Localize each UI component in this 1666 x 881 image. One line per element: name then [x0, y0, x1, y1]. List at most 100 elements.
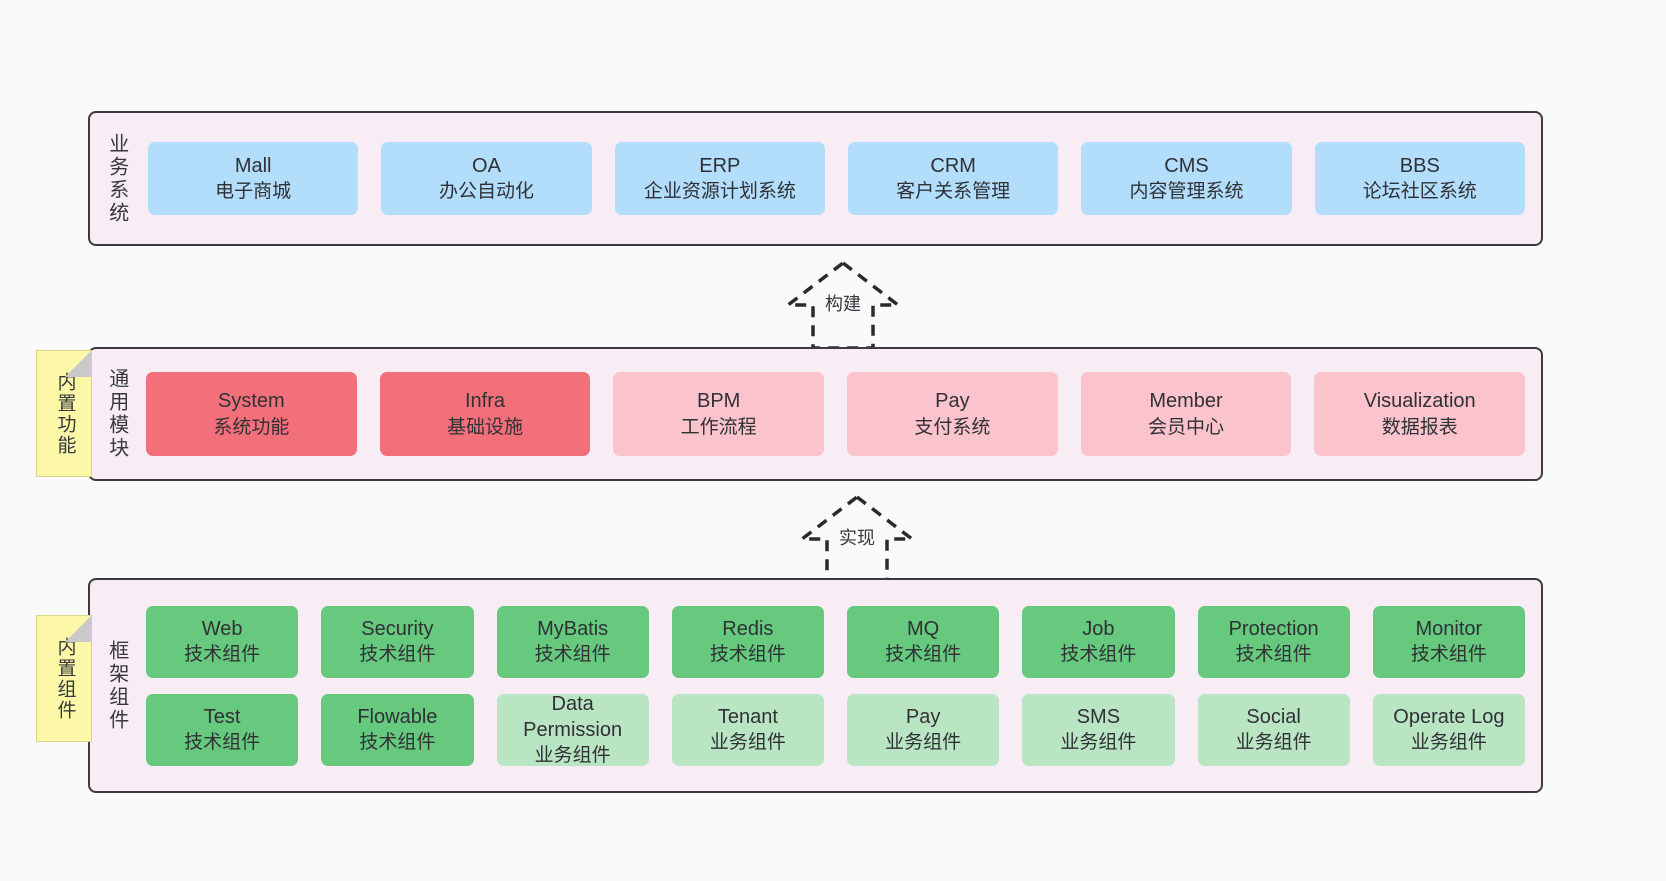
node-security-subtitle: 技术组件: [359, 644, 436, 666]
node-social-title: Social: [1246, 705, 1301, 728]
node-social-subtitle: 业务组件: [1235, 732, 1312, 754]
node-protection-subtitle: 技术组件: [1235, 644, 1312, 666]
node-job-title: Job: [1082, 617, 1115, 640]
node-visualization-title: Visualization: [1363, 390, 1476, 413]
layer-business-body: Mall 电子商城 OA 办公自动化 ERP 企业资源计划系统 CRM 客户关系…: [142, 113, 1541, 244]
connector-implement: 实现: [772, 492, 942, 587]
node-social[interactable]: Social 业务组件: [1197, 693, 1350, 766]
node-visualization[interactable]: Visualization 数据报表: [1314, 372, 1526, 456]
node-web-subtitle: 技术组件: [184, 644, 261, 666]
tab-builtin-components: 内置组件: [36, 615, 92, 742]
node-mq-subtitle: 技术组件: [885, 644, 962, 666]
node-data-permission-title: Data Permission: [523, 692, 623, 741]
node-pay-module[interactable]: Pay 支付系统: [847, 372, 1058, 456]
node-bpm-title: BPM: [697, 390, 741, 413]
node-crm-title: CRM: [930, 154, 976, 177]
node-bpm[interactable]: BPM 工作流程: [613, 372, 825, 456]
node-test-subtitle: 技术组件: [184, 732, 261, 754]
node-member[interactable]: Member 会员中心: [1080, 372, 1292, 456]
node-operate-log[interactable]: Operate Log 业务组件: [1372, 693, 1525, 766]
node-oa-title: OA: [472, 154, 501, 177]
node-system-subtitle: 系统功能: [213, 416, 290, 438]
node-cms-title: CMS: [1164, 154, 1209, 177]
connector-build-label: 构建: [825, 294, 861, 314]
node-tenant-subtitle: 业务组件: [709, 732, 786, 754]
node-mall-title: Mall: [234, 154, 272, 177]
node-bbs-subtitle: 论坛社区系统: [1362, 181, 1477, 203]
node-sms-title: SMS: [1076, 705, 1121, 728]
node-sms[interactable]: SMS 业务组件: [1022, 693, 1175, 766]
node-sms-subtitle: 业务组件: [1060, 732, 1137, 754]
layer-business-label: 业务系统: [105, 132, 128, 225]
node-infra[interactable]: Infra 基础设施: [379, 372, 591, 456]
node-flowable-title: Flowable: [357, 705, 438, 728]
node-mybatis[interactable]: MyBatis 技术组件: [496, 605, 649, 678]
node-protection[interactable]: Protection 技术组件: [1197, 605, 1350, 678]
node-cms-subtitle: 内容管理系统: [1129, 181, 1244, 203]
node-tenant[interactable]: Tenant 业务组件: [671, 693, 824, 766]
tab-builtin-components-label: 内置组件: [54, 636, 76, 721]
connector-implement-label: 实现: [839, 528, 875, 548]
node-member-title: Member: [1149, 390, 1223, 413]
node-web[interactable]: Web 技术组件: [146, 605, 299, 678]
node-test-title: Test: [203, 705, 241, 728]
node-operate-log-title: Operate Log: [1393, 705, 1505, 728]
node-security-title: Security: [361, 617, 434, 640]
node-data-permission-subtitle: 业务组件: [534, 745, 611, 767]
node-mybatis-subtitle: 技术组件: [534, 644, 611, 666]
framework-row-2: Test 技术组件 Flowable 技术组件 Data Permission …: [146, 692, 1525, 767]
node-operate-log-subtitle: 业务组件: [1410, 732, 1487, 754]
node-web-title: Web: [201, 617, 243, 640]
node-oa[interactable]: OA 办公自动化: [381, 142, 592, 215]
layer-business-systems: 业务系统 Mall 电子商城 OA 办公自动化 ERP 企业资源计划系统 CRM…: [88, 111, 1543, 246]
modules-row: System 系统功能 Infra 基础设施 BPM 工作流程 Pay 支付系统…: [146, 372, 1526, 456]
business-row: Mall 电子商城 OA 办公自动化 ERP 企业资源计划系统 CRM 客户关系…: [148, 142, 1525, 215]
node-redis-subtitle: 技术组件: [709, 644, 786, 666]
node-pay-module-title: Pay: [935, 390, 970, 413]
node-monitor-subtitle: 技术组件: [1410, 644, 1487, 666]
node-crm[interactable]: CRM 客户关系管理: [847, 142, 1059, 215]
node-flowable-subtitle: 技术组件: [359, 732, 436, 754]
node-cms[interactable]: CMS 内容管理系统: [1081, 142, 1292, 215]
node-pay-component-subtitle: 业务组件: [885, 732, 962, 754]
node-mybatis-title: MyBatis: [537, 617, 609, 640]
node-crm-subtitle: 客户关系管理: [896, 181, 1011, 203]
node-visualization-subtitle: 数据报表: [1381, 416, 1458, 438]
node-job[interactable]: Job 技术组件: [1022, 605, 1175, 678]
layer-framework-label: 框架组件: [105, 639, 128, 732]
node-data-permission[interactable]: Data Permission 业务组件: [496, 692, 649, 767]
node-mall-subtitle: 电子商城: [215, 181, 292, 203]
framework-row-1: Web 技术组件 Security 技术组件 MyBatis 技术组件 Redi…: [146, 605, 1525, 678]
layer-common-modules: 通用模块 System 系统功能 Infra 基础设施 BPM 工作流程 Pay…: [88, 347, 1543, 481]
node-erp[interactable]: ERP 企业资源计划系统: [614, 142, 825, 215]
node-mq[interactable]: MQ 技术组件: [847, 605, 1000, 678]
node-erp-title: ERP: [699, 154, 741, 177]
tab-builtin-functions-label: 内置功能: [54, 371, 76, 456]
node-monitor-title: Monitor: [1415, 617, 1483, 640]
node-test[interactable]: Test 技术组件: [146, 693, 299, 766]
layer-modules-label: 通用模块: [105, 368, 128, 460]
layer-modules-body: System 系统功能 Infra 基础设施 BPM 工作流程 Pay 支付系统…: [142, 349, 1541, 479]
tab-builtin-functions: 内置功能: [36, 350, 92, 477]
node-job-subtitle: 技术组件: [1060, 644, 1137, 666]
node-bbs[interactable]: BBS 论坛社区系统: [1314, 142, 1525, 215]
node-monitor[interactable]: Monitor 技术组件: [1372, 605, 1525, 678]
node-redis-title: Redis: [722, 617, 774, 640]
node-pay-component[interactable]: Pay 业务组件: [847, 693, 1000, 766]
node-erp-subtitle: 企业资源计划系统: [643, 181, 796, 203]
node-bbs-title: BBS: [1399, 154, 1440, 177]
node-oa-subtitle: 办公自动化: [438, 181, 534, 203]
node-security[interactable]: Security 技术组件: [321, 605, 474, 678]
node-flowable[interactable]: Flowable 技术组件: [321, 693, 474, 766]
node-protection-title: Protection: [1228, 617, 1319, 640]
node-mall[interactable]: Mall 电子商城: [148, 142, 359, 215]
node-member-subtitle: 会员中心: [1148, 416, 1225, 438]
connector-build: 构建: [758, 258, 928, 353]
node-infra-subtitle: 基础设施: [447, 416, 524, 438]
node-system[interactable]: System 系统功能: [146, 372, 357, 456]
layer-framework-components: 框架组件 Web 技术组件 Security 技术组件 MyBatis 技术组件…: [88, 578, 1543, 793]
layer-framework-body: Web 技术组件 Security 技术组件 MyBatis 技术组件 Redi…: [142, 580, 1541, 791]
node-redis[interactable]: Redis 技术组件: [671, 605, 824, 678]
node-tenant-title: Tenant: [717, 705, 778, 728]
